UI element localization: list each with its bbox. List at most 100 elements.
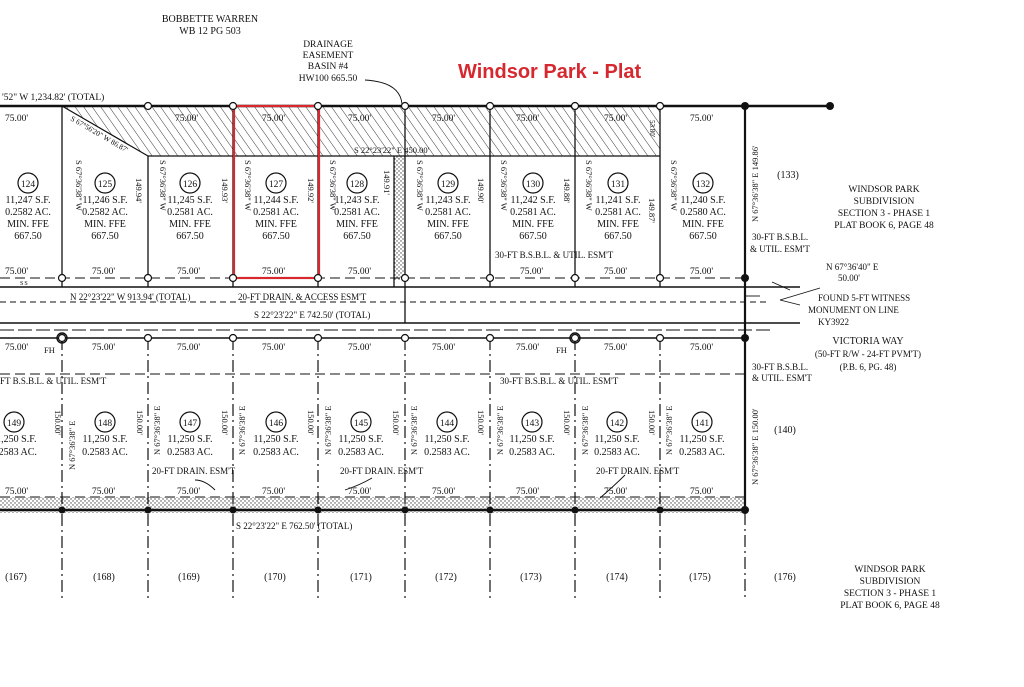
lot-number: 146 xyxy=(269,419,284,429)
lot-number-circle xyxy=(94,411,116,433)
lot-number: 147 xyxy=(183,419,198,429)
bearing-762: S 22°23'22" E 762.50' (TOTAL) xyxy=(236,521,352,531)
owner-name: BOBBETTE WARREN xyxy=(162,14,258,25)
svg-text:WINDSOR PARK: WINDSOR PARK xyxy=(848,185,919,195)
svg-text:75.00': 75.00' xyxy=(262,114,285,124)
lot-number-circle xyxy=(179,411,201,433)
svg-text:N 67°36'38" E: N 67°36'38" E xyxy=(409,406,419,455)
lot-127-highlight[interactable] xyxy=(232,104,321,280)
bsbl-center-label: 30-FT B.S.B.L. & UTIL. ESM'T xyxy=(495,250,614,260)
witness-3: KY3922 xyxy=(818,317,849,327)
svg-text:SECTION 3 - PHASE 1: SECTION 3 - PHASE 1 xyxy=(844,589,937,599)
fh-label-2: FH xyxy=(556,345,567,355)
lot-number-circle xyxy=(346,172,368,194)
lot-number: 130 xyxy=(526,180,541,190)
svg-text:149.93': 149.93' xyxy=(220,178,230,203)
svg-text:150.00': 150.00' xyxy=(135,410,145,435)
svg-text:N 67°36'38" E: N 67°36'38" E xyxy=(323,406,333,455)
svg-text:149.92': 149.92' xyxy=(306,178,316,203)
svg-text:150.00': 150.00' xyxy=(562,410,572,435)
svg-text:75.00': 75.00' xyxy=(92,487,115,497)
svg-text:75.00': 75.00' xyxy=(690,487,713,497)
n67-50-line2: 50.00' xyxy=(838,273,860,283)
adjacent-lot-number: (169) xyxy=(178,572,200,583)
lot-number: 145 xyxy=(354,419,369,429)
lot-area-ac: 0.2583 AC. xyxy=(167,447,213,458)
upper-side-bearings: S 67°36'38" W S 67°36'38" W S 67°36'38" … xyxy=(74,160,679,211)
lot-area-ac: 0.2583 AC. xyxy=(509,447,555,458)
adjacent-lot-number: (168) xyxy=(93,572,115,583)
monument-markers xyxy=(57,101,665,343)
svg-text:150.00': 150.00' xyxy=(476,410,486,435)
svg-text:75.00': 75.00' xyxy=(348,267,371,277)
drain-esmt-2: 20-FT DRAIN. ESM'T xyxy=(340,466,424,476)
lot-area-sf: 11,247 S.F. xyxy=(6,195,51,206)
svg-text:149.90': 149.90' xyxy=(476,178,486,203)
lot-area-ac: 0.2583 AC. xyxy=(679,447,725,458)
lot-number-circle xyxy=(606,411,628,433)
lot-number-circle xyxy=(691,411,713,433)
bearing-913: N 22°23'22" W 913.94' (TOTAL) xyxy=(70,292,191,302)
svg-text:75.00': 75.00' xyxy=(520,267,543,277)
ss-marks: SS xyxy=(20,281,29,287)
fire-hydrant-2 xyxy=(569,332,581,344)
right-lower-bearing: N 67°36'38" E 150.00' xyxy=(750,408,760,485)
subdivision-bottom: WINDSOR PARK SUBDIVISION SECTION 3 - PHA… xyxy=(840,565,940,611)
lot-ffe-label: MIN. FFE xyxy=(84,219,126,230)
svg-text:S 67°36'38" W: S 67°36'38" W xyxy=(243,160,253,211)
lot-ffe-label: MIN. FFE xyxy=(597,219,639,230)
svg-text:N 67°36'38" E: N 67°36'38" E xyxy=(67,421,77,470)
adjacent-lot: (172) xyxy=(435,572,457,583)
adjacent-lot-number: (172) xyxy=(435,572,457,583)
svg-text:75.00': 75.00' xyxy=(262,343,285,353)
linework xyxy=(0,79,834,600)
lot-number: 128 xyxy=(350,180,365,190)
lot-area-sf: 11,245 S.F. xyxy=(168,195,213,206)
svg-text:SECTION 3 - PHASE 1: SECTION 3 - PHASE 1 xyxy=(838,209,931,219)
rear-frontages: 75.00' 75.00' 75.00' 75.00' 75.00' 75.00… xyxy=(5,487,713,497)
svg-text:N 67°36'38" E: N 67°36'38" E xyxy=(152,406,162,455)
adjacent-lot: (169) xyxy=(178,572,200,583)
lower-dividers xyxy=(61,338,746,600)
svg-text:53.80': 53.80' xyxy=(648,120,656,137)
svg-text:75.00': 75.00' xyxy=(690,114,713,124)
bsbl-lower-right-2: & UTIL. ESM'T xyxy=(752,373,812,383)
lot-number: 149 xyxy=(7,419,22,429)
lot-number-circle xyxy=(3,411,25,433)
svg-text:N 67°36'38" E: N 67°36'38" E xyxy=(237,406,247,455)
svg-text:149.91': 149.91' xyxy=(382,170,392,195)
svg-text:150.00': 150.00' xyxy=(306,410,316,435)
svg-text:WINDSOR PARK: WINDSOR PARK xyxy=(854,565,925,575)
svg-text:75.00': 75.00' xyxy=(92,343,115,353)
lot-ffe-elev: 667.50 xyxy=(689,231,717,242)
lot-ffe-elev: 667.50 xyxy=(434,231,462,242)
basin-stipple xyxy=(394,156,405,280)
svg-text:75.00': 75.00' xyxy=(348,487,371,497)
lot-area-sf: 11,240 S.F. xyxy=(681,195,726,206)
lot-number: 142 xyxy=(610,419,625,429)
svg-text:75.00': 75.00' xyxy=(690,343,713,353)
lot-149[interactable]: 14911,250 S.F.0.2583 AC. xyxy=(0,411,37,458)
drain-esmt-1: 20-FT DRAIN. ESM'T xyxy=(152,466,236,476)
owner-ref: WB 12 PG 503 xyxy=(179,26,240,37)
lot-area-sf: 11,246 S.F. xyxy=(83,195,128,206)
svg-text:N 67°36'38" E: N 67°36'38" E xyxy=(664,406,674,455)
